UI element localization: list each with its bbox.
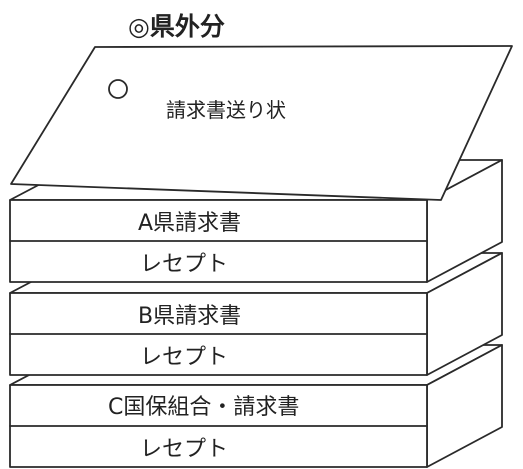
stack-a-bottom-label: レセプト <box>140 252 228 277</box>
stack-c-top-label: C国保組合・請求書 <box>108 395 299 420</box>
stack-a-top-label: A県請求書 <box>138 211 241 236</box>
circle-mark <box>108 79 128 99</box>
diagram-title: ◎県外分 <box>128 12 225 41</box>
invoice-cover-sheet: 請求書送り状 <box>10 45 513 201</box>
stack-b-bottom-label: レセプト <box>140 345 228 370</box>
stack-c-bottom-label: レセプト <box>140 437 228 462</box>
invoice-sheet-label: 請求書送り状 <box>166 98 286 122</box>
stack-b-top-label: B県請求書 <box>138 304 241 329</box>
